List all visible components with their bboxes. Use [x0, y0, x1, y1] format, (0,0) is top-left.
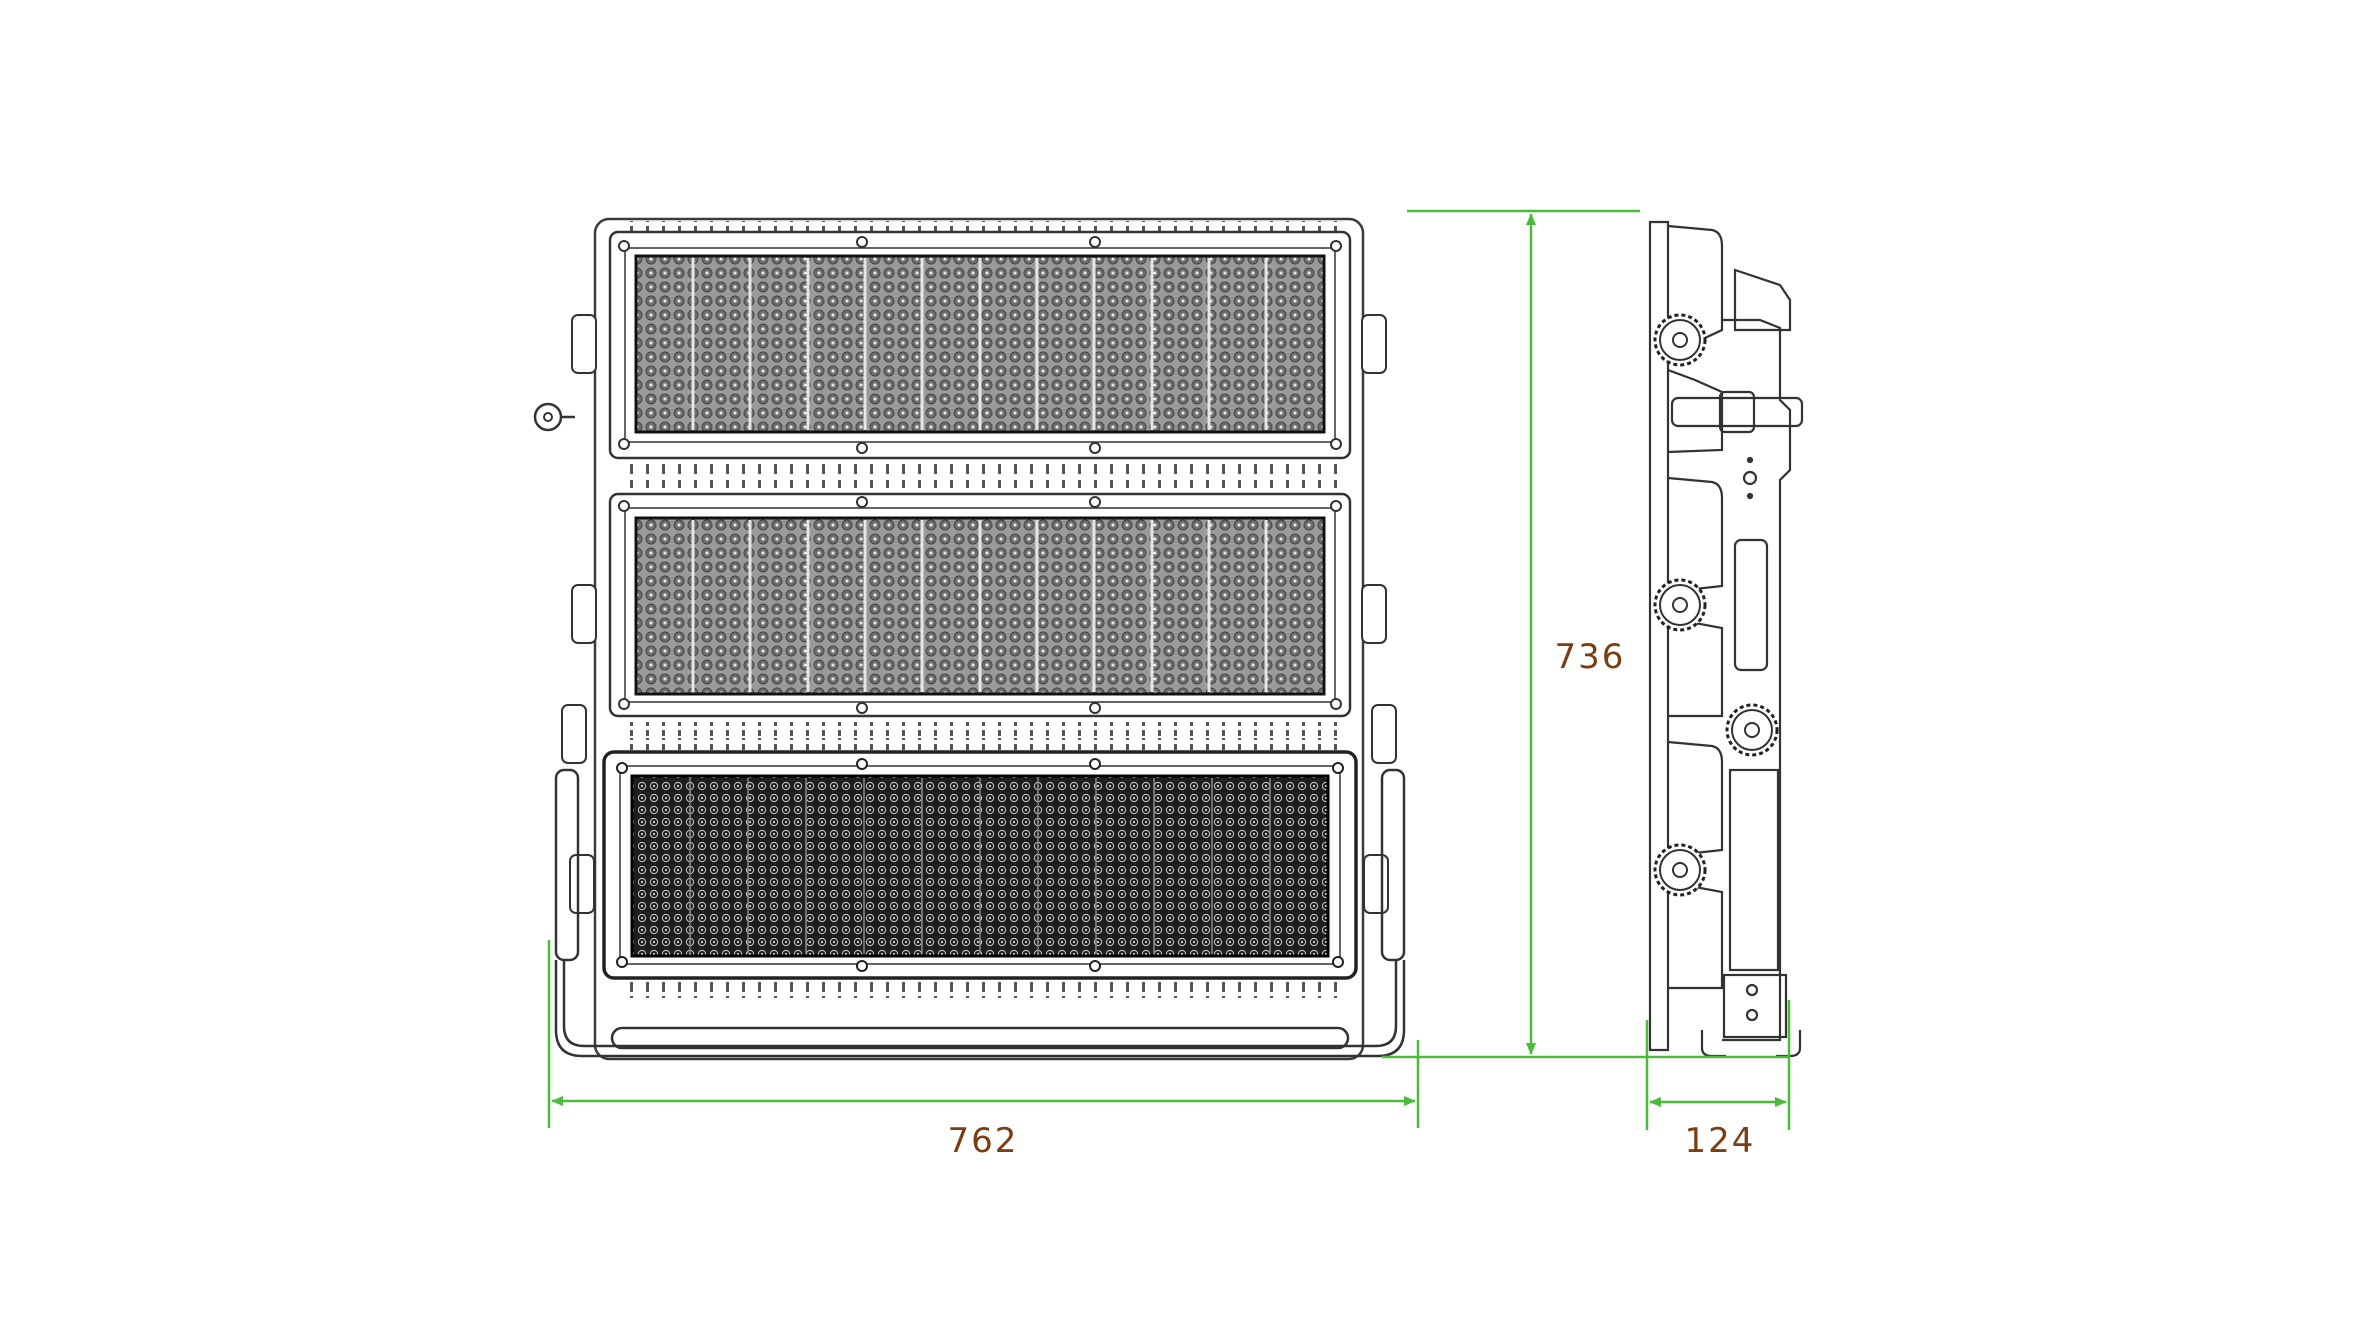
handle-icon — [1733, 538, 1769, 672]
gear-icon — [1653, 843, 1707, 897]
heat-sink-fins-3 — [620, 982, 1340, 998]
gear-icon — [1653, 313, 1707, 367]
side-gear-knobs — [1653, 313, 1779, 897]
side-knobs — [561, 314, 1397, 914]
cable-gland-icon — [1670, 396, 1804, 428]
heat-sink-fins-2b — [620, 738, 1340, 750]
mounting-bracket — [554, 768, 1406, 1058]
gear-icon — [1653, 578, 1707, 632]
height-dimension-label: 736 — [1554, 637, 1626, 677]
heat-sink-fins-1b — [620, 480, 1340, 492]
led-module-1 — [608, 230, 1352, 460]
gear-icon — [1725, 703, 1779, 757]
front-view — [533, 217, 1406, 1061]
led-module-3 — [602, 750, 1358, 980]
dimension-lines — [547, 209, 1791, 1130]
heat-sink-fins-1 — [620, 464, 1340, 478]
depth-dimension-label: 124 — [1684, 1121, 1756, 1161]
heat-sink-fins-2 — [620, 722, 1340, 736]
tilt-knob-icon — [533, 402, 575, 432]
width-dimension-label: 762 — [947, 1121, 1019, 1161]
led-module-2 — [608, 492, 1352, 718]
